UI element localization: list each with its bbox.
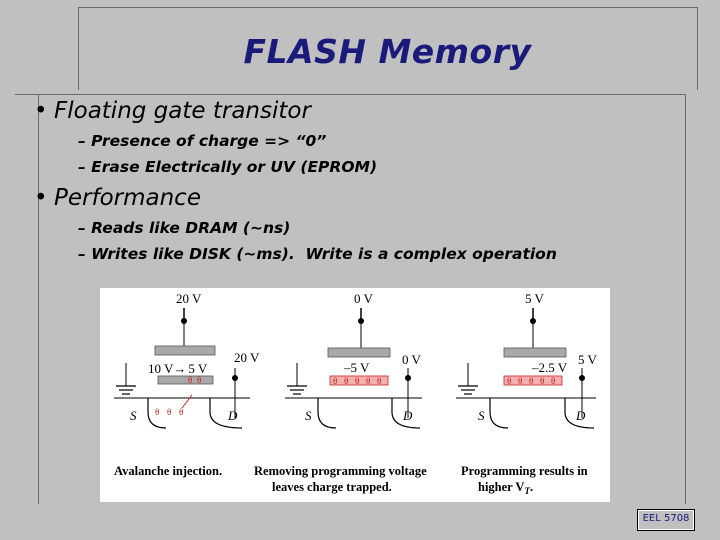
control-gate bbox=[327, 347, 391, 358]
charge-icon: θ bbox=[540, 376, 544, 386]
content-line-left bbox=[38, 94, 39, 504]
source-label: S bbox=[305, 408, 312, 423]
drain-label: D bbox=[402, 408, 413, 423]
frame-line-right bbox=[697, 7, 698, 90]
frame-line-top bbox=[78, 7, 697, 8]
panel-caption-line: Programming results in bbox=[461, 464, 588, 478]
subitem-reads: – Reads like DRAM (~ns) bbox=[78, 219, 291, 237]
caption-subscript: T bbox=[524, 486, 530, 496]
frame-line-left bbox=[78, 7, 79, 90]
charge-icon: θ bbox=[188, 375, 192, 385]
floating-voltage-label: –5 V bbox=[343, 360, 370, 375]
charge-icon: θ bbox=[197, 375, 201, 385]
footer-text: EEL 5708 bbox=[642, 513, 690, 524]
drain-label: D bbox=[575, 408, 586, 423]
gate-voltage-label: 5 V bbox=[525, 291, 545, 306]
footer-course-badge: EEL 5708 bbox=[637, 509, 695, 531]
panel-avalanche-injection: 20 V 10 V→5 V θ θ 20 V S D θ θ θ bbox=[114, 291, 260, 478]
drain-voltage-label: 0 V bbox=[402, 352, 422, 367]
charge-icon: θ bbox=[167, 407, 171, 417]
floating-voltage-label: 10 V bbox=[148, 361, 174, 376]
charge-icon: θ bbox=[529, 376, 533, 386]
floating-gate bbox=[157, 375, 214, 385]
drain-label: D bbox=[227, 408, 238, 423]
control-gate bbox=[503, 347, 567, 358]
panel-caption-line: Removing programming voltage bbox=[254, 464, 427, 478]
charge-icon: θ bbox=[155, 407, 159, 417]
bullet-symbol: • bbox=[34, 185, 48, 211]
floating-gate-figure: 20 V 10 V→5 V θ θ 20 V S D θ θ θ bbox=[100, 288, 610, 502]
charge-icon: θ bbox=[507, 376, 511, 386]
bullet-symbol: • bbox=[34, 98, 48, 124]
drain-voltage-label: 20 V bbox=[234, 350, 260, 365]
gate-voltage-label: 20 V bbox=[176, 291, 202, 306]
injection-arrow bbox=[181, 394, 193, 409]
svg-text:10 V→5 V: 10 V→5 V bbox=[148, 361, 208, 376]
bullet-text: Performance bbox=[54, 185, 201, 211]
charge-icon: θ bbox=[366, 376, 370, 386]
bullet-floating-gate: •Floating gate transitor bbox=[34, 98, 311, 124]
content-line-top bbox=[15, 94, 685, 95]
subitem-erase: – Erase Electrically or UV (EPROM) bbox=[78, 158, 378, 176]
figure-canvas: 20 V 10 V→5 V θ θ 20 V S D θ θ θ bbox=[114, 291, 598, 496]
slide-title: FLASH Memory bbox=[243, 32, 532, 71]
bullet-performance: •Performance bbox=[34, 185, 201, 211]
source-label: S bbox=[130, 408, 137, 423]
subitem-writes: – Writes like DISK (~ms). Write is a com… bbox=[78, 245, 557, 263]
charge-icon: θ bbox=[179, 407, 183, 417]
gate-voltage-label: 0 V bbox=[354, 291, 374, 306]
title-region: FLASH Memory bbox=[78, 7, 697, 90]
arrow-glyph: → bbox=[173, 361, 186, 376]
content-line-right bbox=[685, 94, 686, 504]
charge-icon: θ bbox=[355, 376, 359, 386]
svg-text:higher VT.: higher VT. bbox=[478, 480, 533, 496]
subitem-presence-of-charge: – Presence of charge => “0” bbox=[78, 132, 327, 150]
floating-gate-charged bbox=[503, 375, 563, 386]
panel-caption-line: Avalanche injection. bbox=[114, 464, 222, 478]
floating-voltage-label: –2.5 V bbox=[531, 360, 568, 375]
panel-programming-result: 5 V –2.5 V θ θ θ θ θ 5 V S D Progra bbox=[456, 291, 598, 496]
source-label: S bbox=[478, 408, 485, 423]
drain-voltage-label: 5 V bbox=[578, 352, 598, 367]
floating-gate-charged bbox=[329, 375, 389, 386]
charge-icon: θ bbox=[551, 376, 555, 386]
panel-caption-line: leaves charge trapped. bbox=[272, 480, 392, 494]
caption-suffix: . bbox=[530, 480, 533, 494]
charge-icon: θ bbox=[344, 376, 348, 386]
panel-caption-line: higher V bbox=[478, 480, 524, 494]
charge-icon: θ bbox=[377, 376, 381, 386]
charge-icon: θ bbox=[333, 376, 337, 386]
charge-icon: θ bbox=[518, 376, 522, 386]
floating-voltage-after-label: 5 V bbox=[188, 361, 208, 376]
panel-removing-voltage: 0 V –5 V θ θ θ θ θ 0 V S D Removing bbox=[254, 291, 427, 494]
control-gate bbox=[154, 345, 216, 356]
bullet-text: Floating gate transitor bbox=[54, 98, 311, 124]
